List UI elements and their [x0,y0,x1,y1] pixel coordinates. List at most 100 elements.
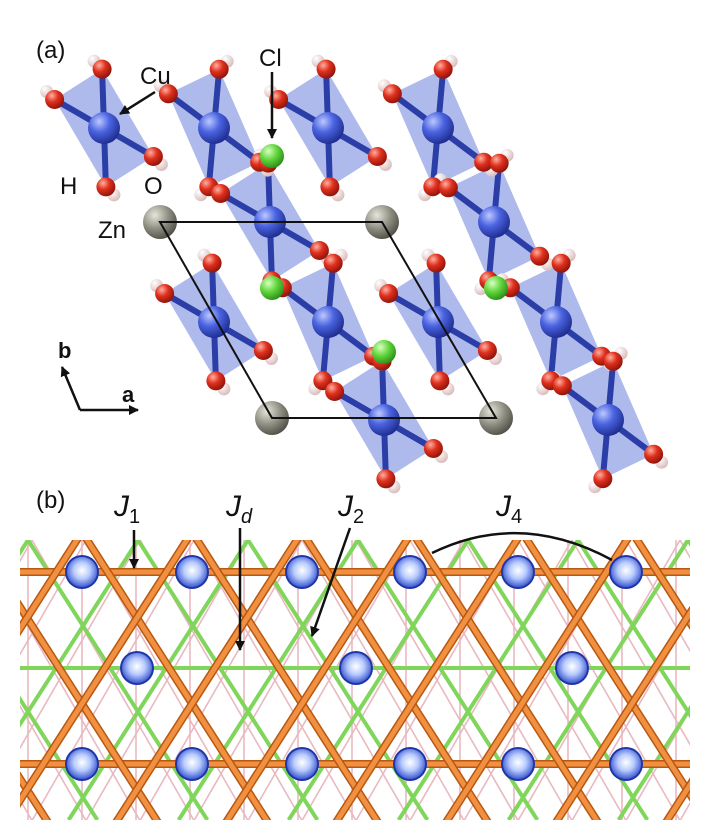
chlorine-atoms [260,144,508,364]
oxygen-atoms [45,59,664,489]
copper-atom [312,306,344,338]
oxygen-atom [96,177,116,197]
oxygen-atom [376,469,396,489]
j2-bond [139,540,303,820]
j2-bond [20,798,33,820]
j2-bond [409,540,573,820]
j2-bond [85,540,249,820]
jd-bond [20,695,100,820]
jd-bond [686,540,690,547]
kagome-site [67,749,97,779]
kagome-site [611,749,641,779]
copper-atom [198,306,230,338]
unit-cell-outline [158,221,498,419]
oxygen-atom [593,469,613,489]
j1-bond-core [304,540,490,820]
j1-bond-core [524,540,690,799]
oxygen-atom [253,341,273,360]
kagome-site [503,557,533,587]
copper-atom [422,306,454,338]
oxygen-atom [426,253,446,273]
copper-atom [422,112,454,144]
coupling-jd-label: Jd [225,490,253,528]
kagome-site [122,653,152,683]
copper-atom [368,404,400,436]
panel-a: (a) Cu Cl H O Zn a b [36,37,669,494]
oxygen-atom [530,246,550,266]
jd-bond [136,540,320,820]
oxygen-atom [155,284,175,303]
kagome-site [503,749,533,779]
coupling-j2-label: J2 [337,490,364,528]
oxygen-atom [603,351,623,371]
oxygen-atom [269,90,289,109]
oxygen-atom [474,152,494,172]
h-label: H [60,173,77,200]
copper-atom [592,404,624,436]
jd-bond [396,540,580,820]
j1-bond-core [20,540,80,634]
kagome-site [177,749,207,779]
copper-atom [88,112,120,144]
oxygen-atom [209,59,229,79]
kagome-site [67,557,97,587]
oxygen-atom [423,439,443,458]
oxygen-atom [477,341,497,360]
lattice-axes: a b [58,338,139,415]
zn-label: Zn [98,217,126,244]
jd-bond [286,540,470,820]
j1-bond-core [84,540,270,820]
copper-atom [198,112,230,144]
j1-bond-core [334,540,520,820]
jd-bond [506,540,690,820]
jd-bond [616,704,690,820]
oxygen-atom [382,84,402,104]
kagome-site [177,557,207,587]
j2-bond [247,540,411,820]
j4-arc [431,531,613,562]
oxygen-atom [92,59,112,79]
panel-a-label: (a) [36,37,65,64]
oxygen-atom [45,90,65,109]
oxygen-atom [323,253,343,273]
oxygen-atom [430,371,450,391]
coupling-j4-label: J4 [495,490,522,528]
j2-bond [571,614,690,820]
chlorine-atom [260,144,284,168]
jd-bond [576,540,690,719]
axis-a-label: a [122,382,135,407]
j2-bond [625,708,690,820]
chlorine-atom [484,276,508,300]
oxygen-atom [320,177,340,197]
kagome-sites [65,555,643,781]
oxygen-atom [367,147,387,166]
copper-atom [478,206,510,238]
j1-bond-core [20,602,160,820]
j1-bond-core [634,540,690,628]
oxygen-atom [433,59,453,79]
j2-pointer-arrow [310,527,352,637]
oxygen-atom [206,371,226,391]
copper-atom [312,112,344,144]
chlorine-atom [372,340,396,364]
oxygen-atom [143,147,163,166]
panel-b: (b) J1 Jd J2 J4 [20,487,690,820]
j1-bond-core [20,540,190,806]
coupling-j1-label: J1 [113,490,140,528]
axis-b-label: b [58,338,71,363]
kagome-site [611,557,641,587]
oxygen-atom [158,84,178,104]
o-label: O [144,173,163,200]
j1-bond-core [114,540,300,820]
oxygen-atom [438,178,458,198]
j1-bond-core [414,540,600,820]
oxygen-atom [489,153,509,173]
oxygen-atom [211,184,231,203]
oxygen-atom [316,59,336,79]
oxygen-atom [325,382,345,401]
jd-bond [66,540,250,820]
oxygen-atom [309,241,329,260]
copper-atoms [88,112,624,436]
kagome-site [287,749,317,779]
